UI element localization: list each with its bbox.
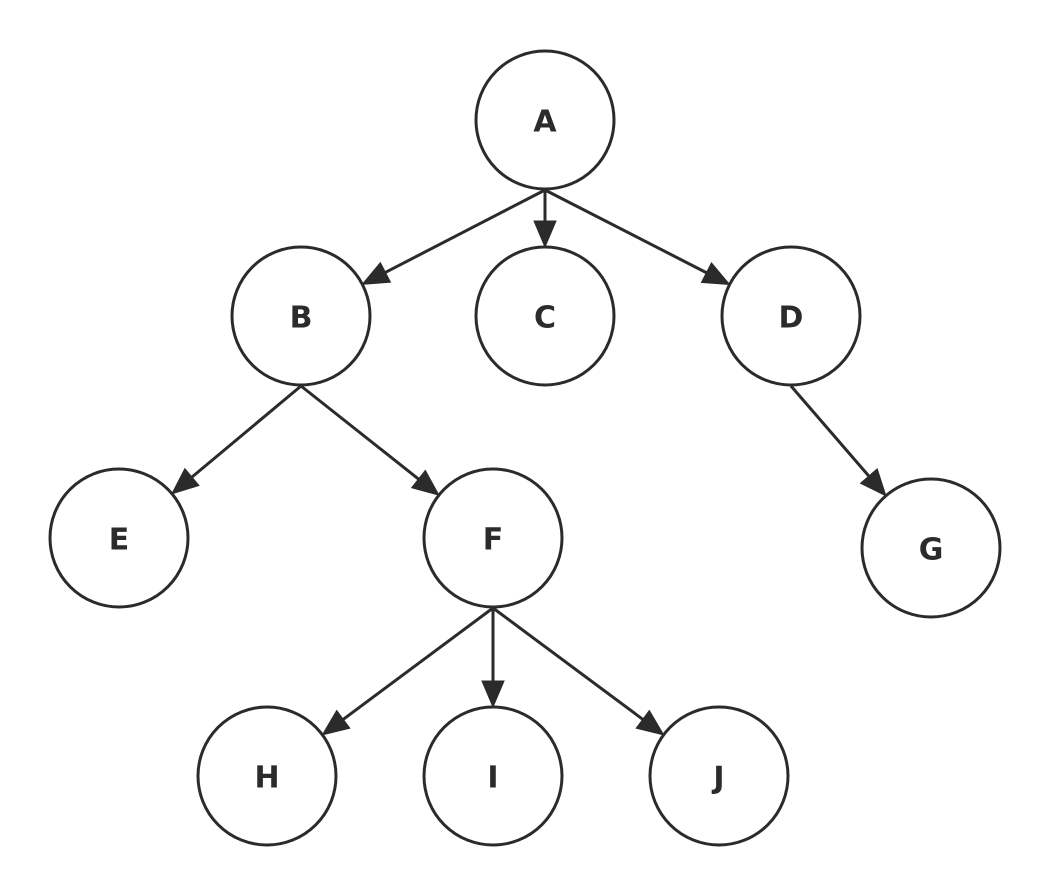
edge-line [544,188,709,275]
node-label: I [487,761,498,796]
arrowhead-icon [321,709,351,736]
node-label: B [290,301,313,336]
node-label: F [483,523,504,558]
edge-line [382,188,546,275]
edge-f-i [481,608,505,709]
edge-line [189,384,302,480]
node-label: H [254,761,279,796]
arrowhead-icon [410,469,440,496]
edges-layer [170,188,887,736]
node-i: I [422,705,564,847]
edge-b-e [170,384,302,495]
node-circle [648,705,790,847]
edge-d-g [789,385,887,497]
edge-f-j [492,606,665,736]
node-label: D [779,301,804,336]
node-circle [860,477,1002,619]
edge-line [340,606,494,722]
node-circle [230,245,372,387]
node-circle [48,467,190,609]
node-circle [720,245,862,387]
arrowhead-icon [361,261,392,285]
node-a: A [474,49,616,191]
edge-line [300,384,422,482]
node-g: G [860,477,1002,619]
edge-b-f [300,384,440,496]
edge-line [492,606,646,722]
node-label: E [109,523,130,558]
edge-a-c [533,190,557,249]
node-label: J [711,761,724,796]
arrowhead-icon [700,262,731,286]
node-circle [196,705,338,847]
arrowhead-icon [635,709,665,736]
edge-line [789,385,872,479]
nodes-layer: A B C D E F G H I J [48,49,1002,847]
node-f: F [422,467,564,609]
node-label: A [533,105,557,140]
arrowhead-icon [481,680,505,709]
node-h: H [196,705,338,847]
node-circle [474,245,616,387]
node-circle [474,49,616,191]
node-circle [422,467,564,609]
node-label: G [919,533,944,568]
node-circle [422,705,564,847]
edge-a-d [544,188,731,286]
node-label: C [534,301,556,336]
node-c: C [474,245,616,387]
arrowhead-icon [170,467,200,495]
node-j: J [648,705,790,847]
node-d: D [720,245,862,387]
edge-f-h [321,606,494,736]
node-e: E [48,467,190,609]
edge-a-b [361,188,546,285]
arrowhead-icon [533,220,557,249]
arrowhead-icon [859,468,887,497]
node-b: B [230,245,372,387]
